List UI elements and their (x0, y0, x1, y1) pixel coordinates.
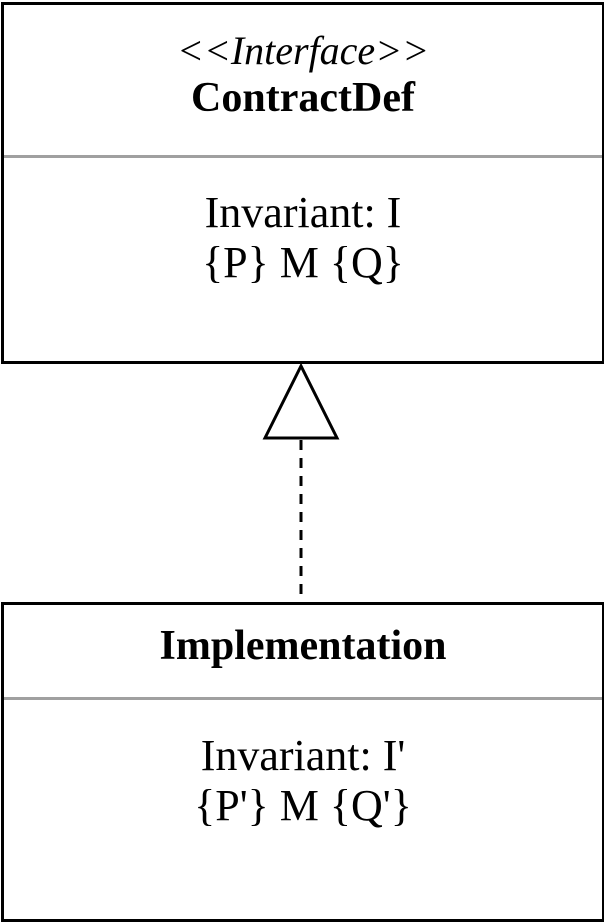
interface-stereotype: <<Interface>> (176, 28, 430, 73)
interface-name-compartment: <<Interface>> ContractDef (4, 29, 602, 123)
implementation-contract: {P'} M {Q'} (194, 781, 412, 830)
interface-invariant: Invariant: I (204, 188, 402, 237)
interface-body-compartment: Invariant: I {P} M {Q} (4, 188, 602, 288)
interface-class-box[interactable]: <<Interface>> ContractDef Invariant: I {… (1, 2, 604, 364)
implementation-class-name: Implementation (159, 623, 447, 669)
interface-divider (4, 155, 602, 158)
interface-class-name: ContractDef (191, 75, 415, 121)
implementation-class-box[interactable]: Implementation Invariant: I' {P'} M {Q'} (1, 602, 604, 922)
interface-contract: {P} M {Q} (202, 238, 404, 287)
realization-arrowhead (262, 362, 340, 440)
implementation-body-compartment: Invariant: I' {P'} M {Q'} (4, 731, 602, 831)
implementation-name-compartment: Implementation (4, 621, 602, 671)
implementation-divider (4, 697, 602, 700)
implementation-invariant: Invariant: I' (200, 731, 406, 780)
